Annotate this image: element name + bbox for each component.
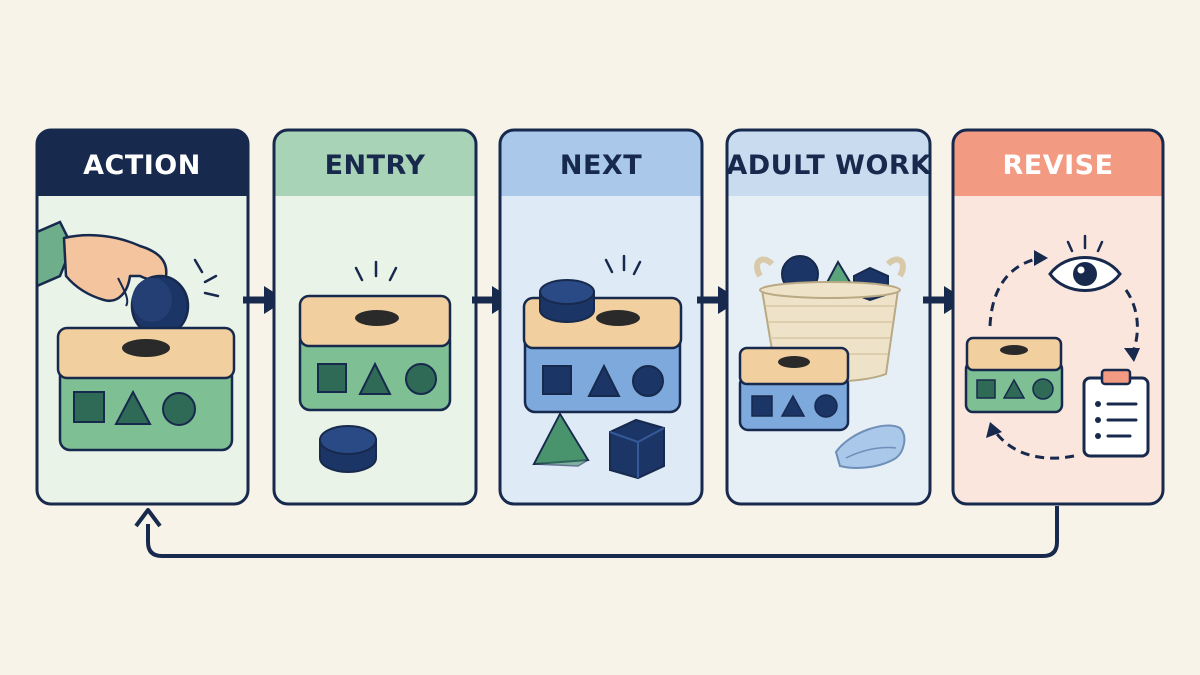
panel-revise-title: REVISE [1002,150,1113,181]
motion-lines-icon [354,260,398,282]
cloth-icon [834,424,906,469]
feedback-loop-arrow [146,506,1059,558]
panel-adult-work: ADULT WORK [725,128,932,506]
panel-action-title: ACTION [83,150,201,181]
panel-revise-header [953,130,1163,196]
shape-sorter-icon [738,346,850,432]
cube-piece-icon [609,418,665,480]
panel-next-header [500,130,702,196]
shape-sorter-icon [964,336,1064,414]
panel-action-header [37,130,248,196]
triangle-piece-icon [532,411,590,467]
panel-next: NEXT [498,128,704,506]
motion-lines-icon [604,254,642,276]
arrow-icon [1034,250,1048,266]
panel-revise: REVISE [951,128,1165,506]
arrow-icon [986,422,1002,438]
panel-adult-work-header [727,130,930,196]
arrow-icon [134,508,162,528]
shape-sorter-icon [298,294,452,412]
disc-piece-icon [130,274,190,338]
shape-sorter-icon [56,326,236,452]
panel-next-title: NEXT [560,150,642,181]
panel-entry-title: ENTRY [325,150,426,181]
panel-adult-work-title: ADULT WORK [726,150,932,181]
disc-piece-icon [319,425,377,473]
clipboard-icon [1082,368,1150,458]
motion-lines-icon [193,258,220,298]
panel-entry-header [274,130,476,196]
arrow-icon [1124,348,1140,362]
panel-entry: ENTRY [272,128,478,506]
eye-icon [1048,234,1122,292]
panel-action: ACTION [35,128,250,506]
disc-piece-icon [539,279,595,323]
